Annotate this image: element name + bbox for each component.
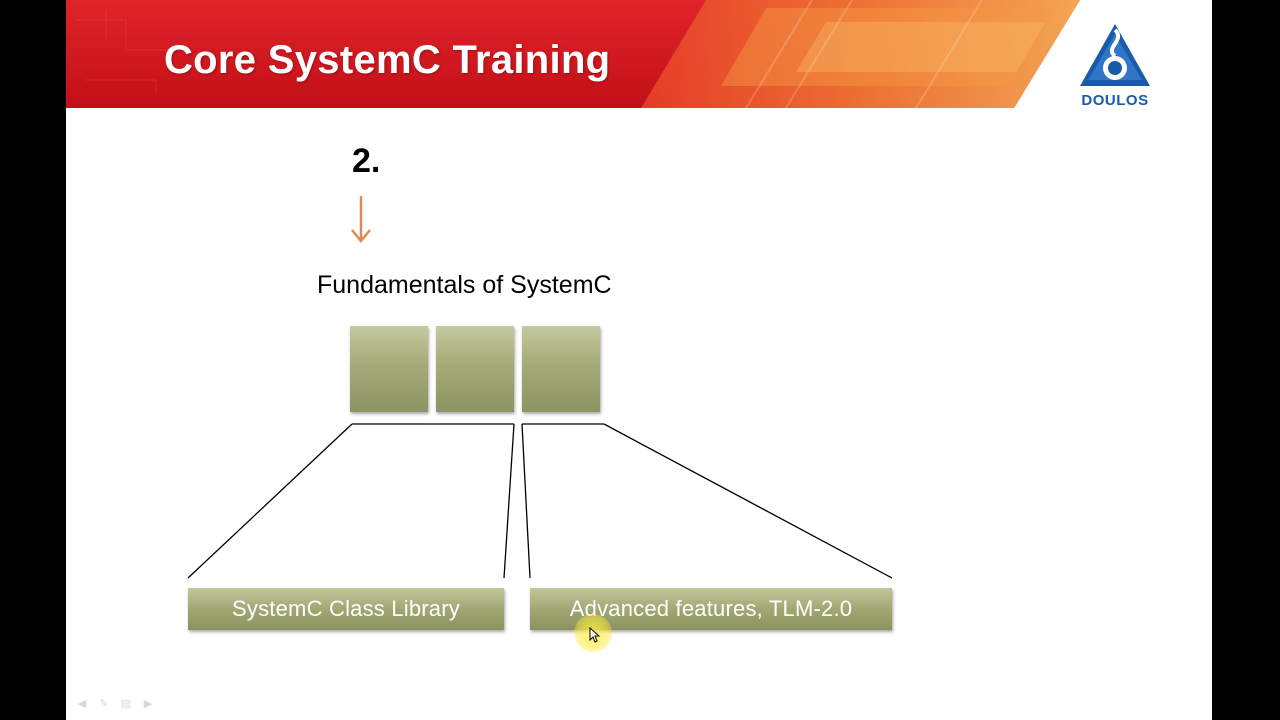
header-banner: Core SystemC Training (66, 0, 1212, 108)
slide-title: Core SystemC Training (164, 38, 611, 82)
step-number: 2. (352, 142, 381, 180)
module-box-1 (350, 326, 428, 412)
topic-systemc-class-library: SystemC Class Library (188, 588, 504, 630)
slideshow-nav: ◀ ✎ ▤ ▶ (74, 698, 156, 710)
module-box-2 (436, 326, 514, 412)
topic-label: Advanced features, TLM-2.0 (569, 596, 853, 621)
module-box-3 (522, 326, 600, 412)
menu-icon[interactable]: ▤ (120, 698, 132, 710)
letterbox-right (1212, 0, 1280, 720)
fundamentals-label: Fundamentals of SystemC (317, 271, 612, 299)
mouse-pointer-icon (589, 626, 601, 648)
logo-wordmark: DOULOS (1081, 92, 1149, 109)
doulos-logo-icon (1074, 22, 1156, 112)
presentation-slide: Core SystemC Training DOULOS 2. Fundamen… (66, 0, 1212, 720)
connector-lines (187, 423, 893, 579)
next-icon[interactable]: ▶ (143, 698, 153, 710)
topic-label: SystemC Class Library (232, 596, 460, 621)
down-arrow-icon (346, 194, 376, 251)
letterbox-left (0, 0, 66, 720)
prev-icon[interactable]: ◀ (77, 698, 87, 710)
pen-icon[interactable]: ✎ (99, 698, 109, 710)
